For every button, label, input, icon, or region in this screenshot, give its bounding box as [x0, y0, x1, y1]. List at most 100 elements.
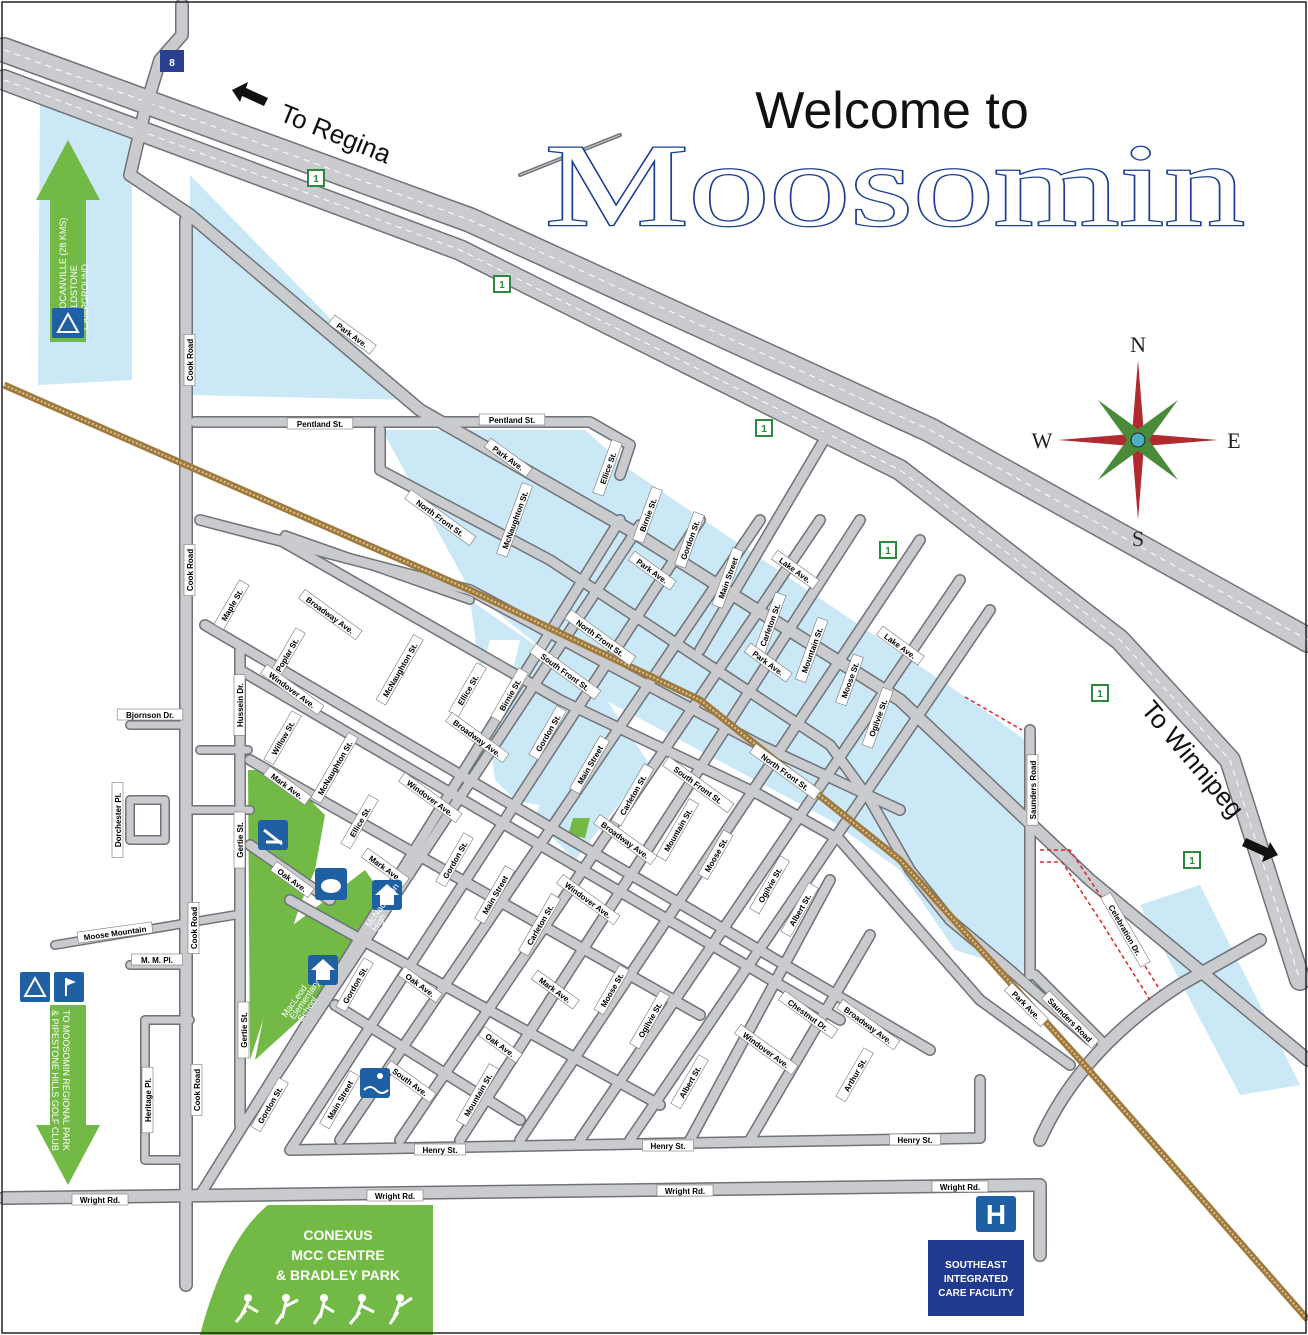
- road-19: [285, 515, 705, 1155]
- svg-text:1: 1: [1189, 856, 1195, 867]
- svg-text:1: 1: [313, 174, 319, 185]
- road-34: [126, 796, 169, 844]
- svg-text:Hussein Dr.: Hussein Dr.: [236, 683, 245, 727]
- skating-icon: [258, 820, 288, 850]
- svg-text:8: 8: [169, 58, 175, 69]
- svg-text:Wright Rd.: Wright Rd.: [940, 1183, 980, 1192]
- svg-text:CARE FACILITY: CARE FACILITY: [938, 1288, 1014, 1299]
- street-label-saunders-road: Saunders Road: [1041, 990, 1100, 1049]
- road-13: [285, 895, 665, 1110]
- compass-rose: N S W E: [1032, 332, 1241, 551]
- svg-text:Wright Rd.: Wright Rd.: [80, 1196, 120, 1205]
- svg-text:MCC CENTRE: MCC CENTRE: [291, 1247, 384, 1263]
- road-7: [281, 531, 474, 604]
- map-title: Welcome to Moosomin: [544, 82, 1247, 252]
- street-label-saunders-road: Saunders Road: [1026, 754, 1039, 826]
- svg-text:S: S: [1132, 526, 1144, 551]
- street-label-hussein-dr: Hussein Dr.: [233, 674, 246, 736]
- road-network: [0, 0, 1308, 1292]
- svg-text:TO ROCANVILLE (28 KMS): TO ROCANVILLE (28 KMS): [58, 218, 68, 330]
- road-31: [1034, 934, 1266, 1146]
- road-centerline-1: [3, 79, 1301, 981]
- svg-text:SOUTHEAST: SOUTHEAST: [945, 1260, 1007, 1271]
- swimming-icon: [360, 1068, 390, 1098]
- arrow-right-icon: [1242, 838, 1278, 862]
- arrow-regional-park: TO MOOSOMIN REGIONAL PARK & PIPESTONE HI…: [20, 972, 100, 1185]
- campground-icon: [52, 308, 84, 338]
- svg-text:H: H: [986, 1199, 1006, 1230]
- road-40: [519, 134, 621, 176]
- svg-text:Broadway Ave.: Broadway Ave.: [304, 595, 355, 636]
- svg-text:South Ave.: South Ave.: [390, 1067, 429, 1098]
- svg-text:McNaughton St.: McNaughton St.: [316, 740, 354, 797]
- svg-text:E: E: [1227, 428, 1240, 453]
- svg-text:Cook Road: Cook Road: [186, 549, 195, 591]
- road-38: [141, 1016, 194, 1164]
- svg-text:Cook Road: Cook Road: [190, 907, 199, 949]
- svg-text:1: 1: [761, 424, 767, 435]
- svg-text:M. M. Pl.: M. M. Pl.: [141, 956, 173, 965]
- highway-shields: 8 1 1 1 1 1 1: [160, 50, 1201, 869]
- trans-canada-shield-icon: 1: [493, 275, 511, 293]
- road-22: [455, 515, 865, 1145]
- trans-canada-shield-icon: 1: [307, 169, 325, 187]
- street-label-henry-st: Henry St.: [414, 1143, 466, 1156]
- road-9: [200, 620, 935, 1055]
- highway-8-shield: 8: [160, 50, 184, 72]
- svg-text:Henry St.: Henry St.: [650, 1142, 685, 1151]
- svg-text:1: 1: [1097, 689, 1103, 700]
- svg-text:Heritage Pl.: Heritage Pl.: [144, 1078, 153, 1122]
- street-label-cook-road: Cook Road: [187, 902, 200, 954]
- svg-text:N: N: [1130, 332, 1146, 357]
- trans-canada-shield-icon: 1: [755, 419, 773, 437]
- road-32: [695, 425, 835, 655]
- arrow-left-icon: [232, 82, 268, 106]
- svg-text:TO MOOSOMIN REGIONAL PARK: TO MOOSOMIN REGIONAL PARK: [61, 1010, 71, 1151]
- street-label-willow-st: Willow St.: [263, 710, 302, 766]
- trans-canada-shield-icon: 1: [879, 541, 897, 559]
- street-label-gertie-st: Gertie St.: [237, 1001, 250, 1059]
- svg-text:1: 1: [499, 280, 505, 291]
- street-label-gertie-st: Gertie St.: [233, 811, 246, 869]
- svg-text:& PIPESTONE HILLS GOLF CLUB: & PIPESTONE HILLS GOLF CLUB: [50, 1010, 60, 1151]
- street-label-henry-st: Henry St.: [642, 1139, 694, 1152]
- street-label-ellice-st: Ellice St.: [340, 794, 379, 850]
- svg-text:Cook Road: Cook Road: [193, 1069, 202, 1111]
- road-27: [745, 930, 875, 1145]
- svg-text:Henry St.: Henry St.: [897, 1136, 932, 1145]
- road-edge-34: [125, 795, 170, 845]
- road-16: [0, 1179, 1046, 1261]
- conexus-centre: CONEXUS MCC CENTRE & BRADLEY PARK: [234, 1227, 413, 1325]
- street-label-maple-st: Maple St.: [213, 579, 250, 631]
- svg-text:INTEGRATED: INTEGRATED: [944, 1274, 1008, 1285]
- road-30: [1030, 970, 1105, 1045]
- arrow-rocanville: TO ROCANVILLE (28 KMS) & FIELDSTONE CAMP…: [36, 140, 100, 342]
- svg-text:Wright Rd.: Wright Rd.: [665, 1187, 705, 1196]
- hospital: H SOUTHEAST INTEGRATED CARE FACILITY: [928, 1196, 1024, 1316]
- street-label-heritage-pl: Heritage Pl.: [141, 1066, 154, 1134]
- svg-text:Cook Road: Cook Road: [186, 339, 195, 381]
- street-label-mm-pl: M. M. Pl.: [131, 953, 183, 966]
- street-label-cook-road: Cook Road: [183, 544, 196, 596]
- title-welcome: Welcome to: [755, 82, 1029, 140]
- svg-text:1: 1: [885, 546, 891, 557]
- sports-figures-icon: [234, 1294, 413, 1325]
- street-label-arthur-st: Arthur St.: [835, 1047, 874, 1103]
- svg-text:Henry St.: Henry St.: [422, 1146, 457, 1155]
- road-24: [575, 575, 965, 1145]
- svg-text:Saunders Road: Saunders Road: [1029, 761, 1038, 820]
- road-15: [288, 1075, 985, 1155]
- svg-text:Windover Ave.: Windover Ave.: [741, 1031, 791, 1071]
- road-centerline-0: [3, 49, 1308, 641]
- street-label-pentland-st: Pentland St.: [478, 413, 546, 426]
- road-25: [625, 605, 995, 1145]
- svg-text:Bjornson Dr.: Bjornson Dr.: [126, 711, 174, 720]
- street-label-carleton-st: Carleton St.: [517, 893, 562, 957]
- svg-text:Pentland St.: Pentland St.: [489, 416, 535, 425]
- road-4: [190, 417, 635, 480]
- trans-canada-shield-icon: 1: [1183, 851, 1201, 869]
- golf-icon: [54, 972, 84, 1002]
